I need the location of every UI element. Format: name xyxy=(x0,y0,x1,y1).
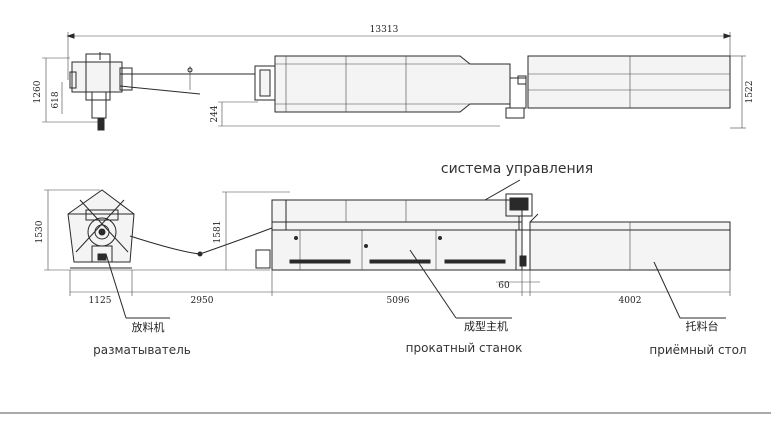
decoiler-side xyxy=(119,67,133,91)
dim-total-length: 13313 xyxy=(370,25,399,35)
vent-grille-icon xyxy=(369,259,431,264)
decoiler-frame xyxy=(85,53,111,101)
machine-entry-guide xyxy=(259,69,271,97)
labels: 放料机 разматыватель 成型主机 прокатный станок … xyxy=(93,249,747,357)
machine-side xyxy=(271,199,523,271)
leader-decoiler xyxy=(105,253,127,319)
control-stand-plan xyxy=(505,107,525,119)
decoiler-base xyxy=(91,91,107,119)
decoiler-brace xyxy=(79,199,129,253)
console-screen-icon xyxy=(509,197,529,211)
leader-table xyxy=(653,261,681,319)
plan-view: 13313 1260 618 244 xyxy=(33,25,755,131)
bolt-icon xyxy=(294,236,298,240)
arrow-icon xyxy=(723,33,732,39)
machine-plan xyxy=(274,55,511,113)
strip-path xyxy=(129,227,273,255)
decoiler-side xyxy=(67,189,135,263)
decoiler-motor xyxy=(97,117,105,131)
scrap-bin xyxy=(255,249,271,269)
label-decoiler-cn: 放料机 xyxy=(132,320,165,334)
decoiler-plan xyxy=(71,61,123,93)
decoiler-hub-inner xyxy=(94,224,110,240)
decoiler-brace xyxy=(75,199,125,253)
arrow-icon xyxy=(66,33,75,39)
feed-post-head xyxy=(187,67,193,73)
label-machine-cn: 成型主机 xyxy=(464,319,508,333)
decoiler-motor xyxy=(97,253,107,261)
label-control-system: система управления xyxy=(441,161,593,177)
leader-machine xyxy=(409,249,457,319)
decoiler-axle-icon xyxy=(98,228,106,236)
label-decoiler-ru: разматыватель xyxy=(93,343,191,357)
vent-grille-icon xyxy=(444,259,506,264)
dim-618: 618 xyxy=(51,91,61,108)
label-table-cn: 托料台 xyxy=(686,319,719,333)
bolt-icon xyxy=(364,244,368,248)
dim-1125: 1125 xyxy=(89,296,112,306)
cutter-unit-icon xyxy=(519,255,527,267)
dim-4002: 4002 xyxy=(619,296,642,306)
vent-grille-icon xyxy=(289,259,351,264)
decoiler-side xyxy=(69,71,77,89)
decoiler-base xyxy=(91,245,113,263)
table-arm xyxy=(529,213,539,223)
dim-1522: 1522 xyxy=(745,81,755,104)
decoiler-arm xyxy=(85,209,119,221)
dim-60: 60 xyxy=(498,281,510,291)
bolt-icon xyxy=(438,236,442,240)
dim-244: 244 xyxy=(210,105,220,122)
dim-2950: 2950 xyxy=(191,296,214,306)
dim-1530: 1530 xyxy=(35,220,45,243)
label-table-ru: приёмный стол xyxy=(649,343,746,357)
dim-1260: 1260 xyxy=(33,80,43,103)
control-box-plan xyxy=(517,75,527,85)
label-machine-ru: прокатный станок xyxy=(406,341,523,355)
side-view: 1530 1581 xyxy=(35,189,731,306)
strip-guide-icon xyxy=(197,251,203,257)
dim-5096: 5096 xyxy=(387,296,410,306)
table-plan xyxy=(527,55,731,109)
feed-line xyxy=(119,85,201,95)
dim-1581: 1581 xyxy=(213,221,223,244)
